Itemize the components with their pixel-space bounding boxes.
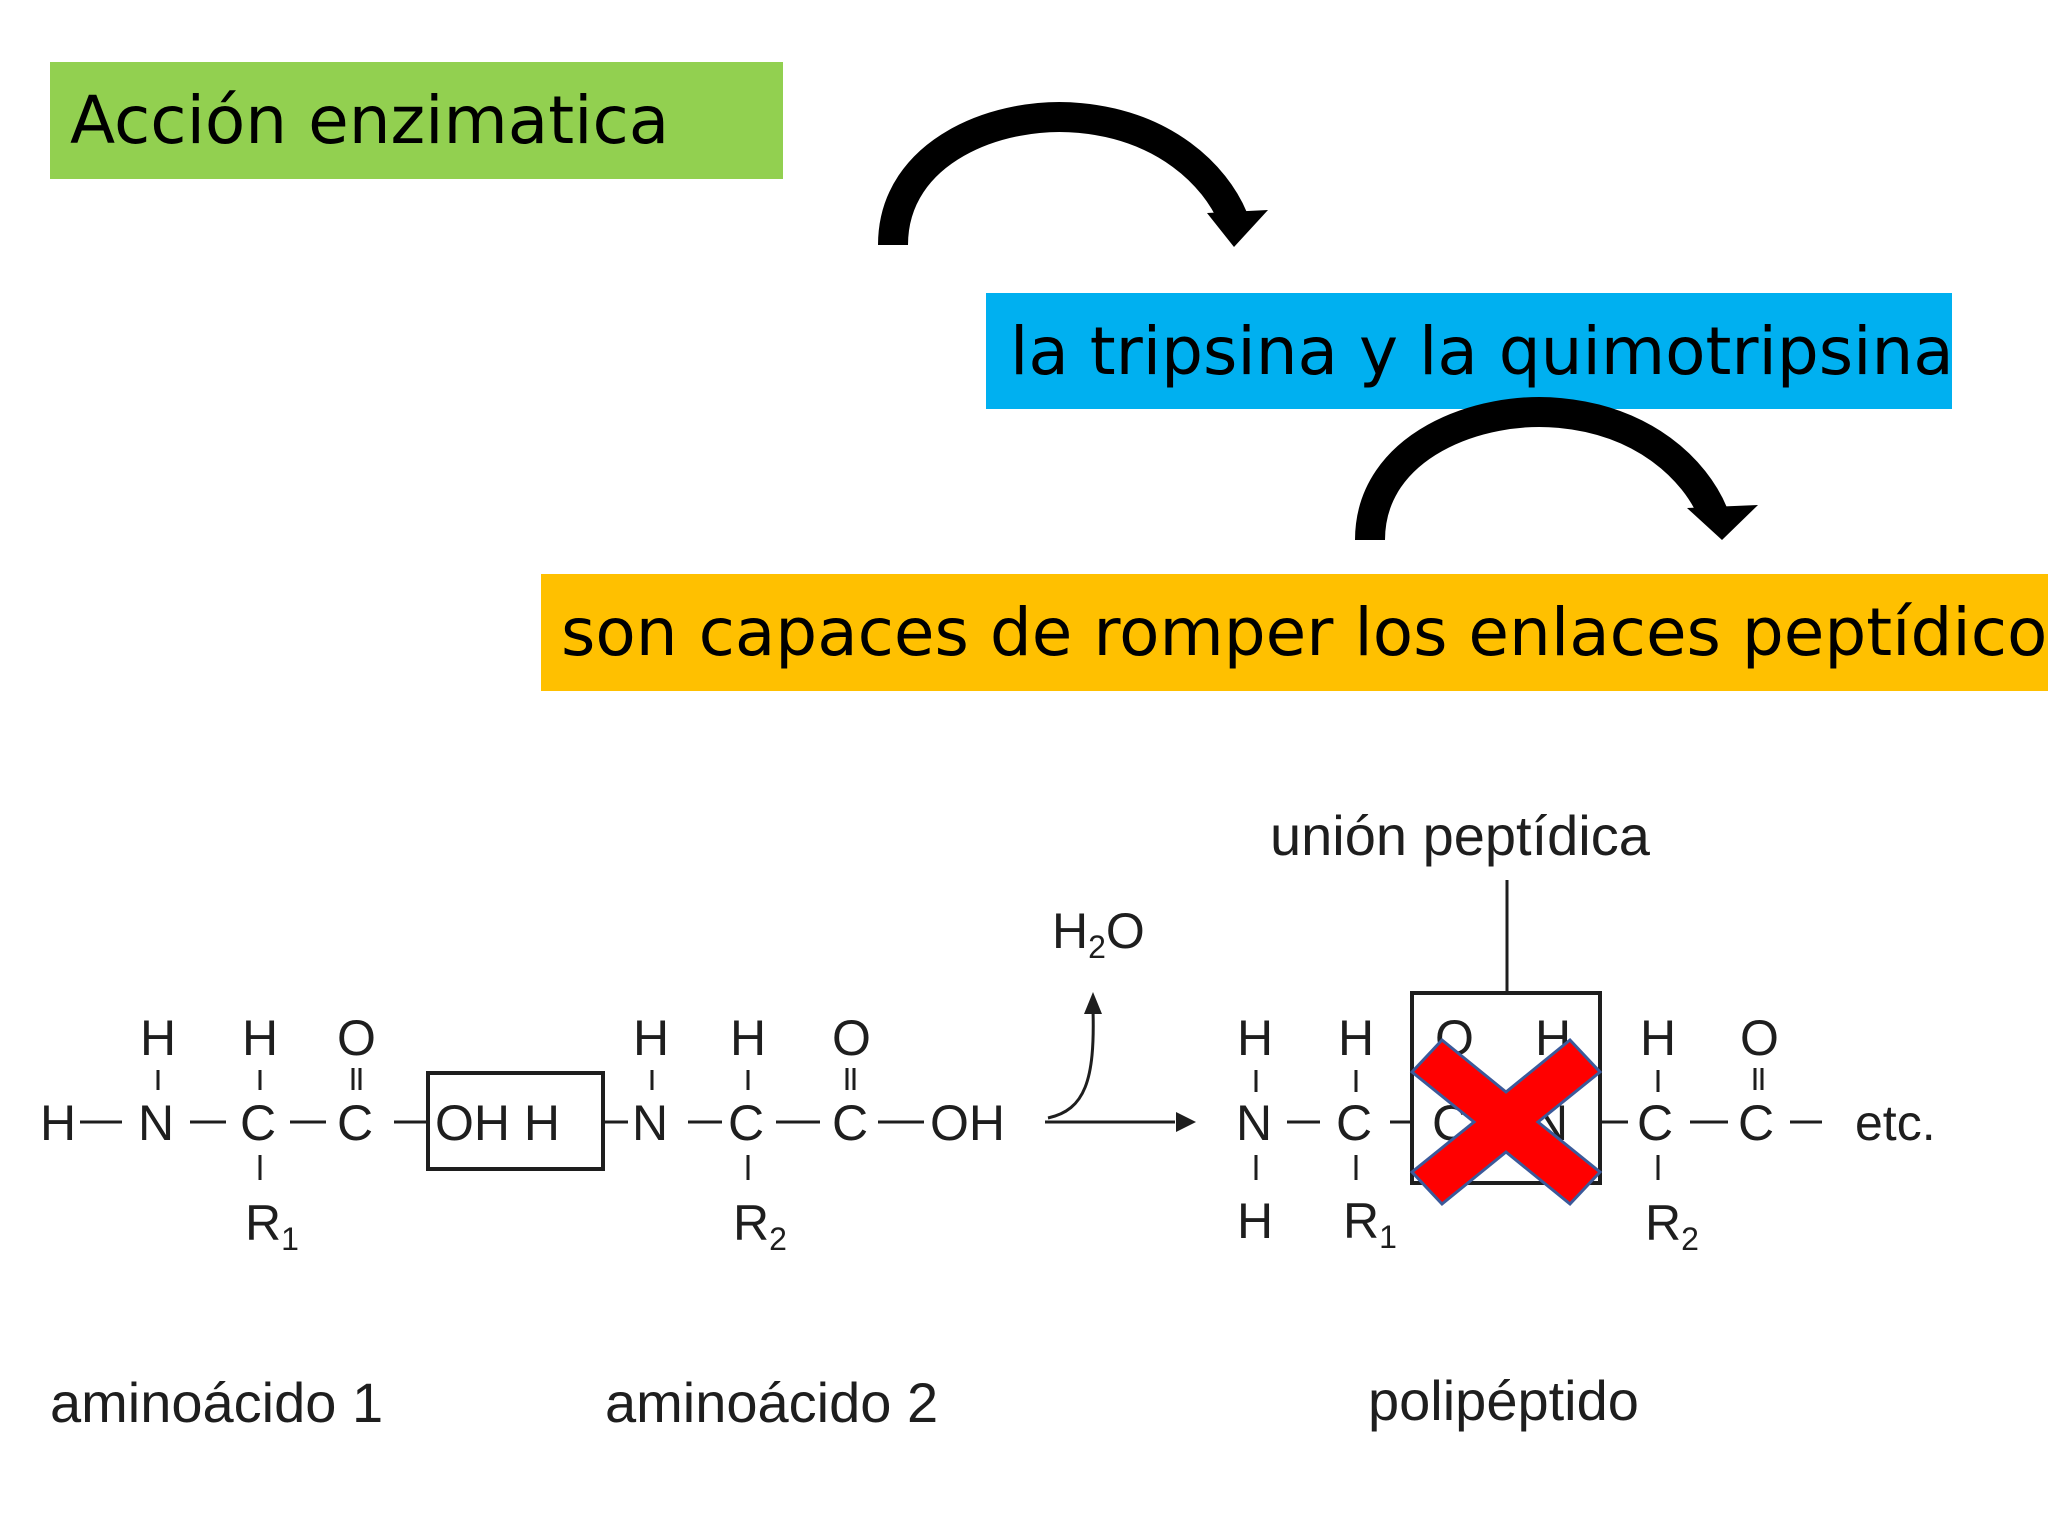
svg-text:R2: R2 bbox=[1645, 1195, 1699, 1257]
svg-text:R1: R1 bbox=[245, 1195, 299, 1257]
svg-text:H: H bbox=[1640, 1010, 1676, 1066]
svg-text:C: C bbox=[240, 1095, 276, 1151]
amino-acid-2-atoms: H bbox=[633, 1010, 669, 1066]
svg-text:H: H bbox=[242, 1010, 278, 1066]
action-text: son capaces de romper los enlaces peptíd… bbox=[561, 594, 2048, 671]
svg-text:C: C bbox=[1336, 1095, 1372, 1151]
title-text: Acción enzimatica bbox=[70, 82, 670, 159]
svg-text:C: C bbox=[337, 1095, 373, 1151]
svg-text:H: H bbox=[40, 1095, 76, 1151]
svg-text:R1: R1 bbox=[1343, 1193, 1397, 1255]
amino-acid-2-label: aminoácido 2 bbox=[605, 1371, 938, 1434]
svg-text:H: H bbox=[1338, 1010, 1374, 1066]
polypeptide-label: polipéptido bbox=[1368, 1369, 1639, 1432]
svg-text:N: N bbox=[632, 1095, 668, 1151]
svg-text:N: N bbox=[138, 1095, 174, 1151]
action-box: son capaces de romper los enlaces peptíd… bbox=[541, 574, 2048, 691]
svg-text:R2: R2 bbox=[733, 1195, 787, 1257]
amino-acid-1-label: aminoácido 1 bbox=[50, 1371, 383, 1434]
svg-text:O: O bbox=[337, 1010, 376, 1066]
polypeptide-structure bbox=[1254, 880, 1822, 1185]
svg-text:H: H bbox=[730, 1010, 766, 1066]
polypeptide-atoms: H bbox=[1237, 1010, 1273, 1066]
reaction-arrow-icon bbox=[1045, 1009, 1175, 1124]
svg-text:C: C bbox=[1738, 1095, 1774, 1151]
svg-text:C: C bbox=[1637, 1095, 1673, 1151]
svg-text:O: O bbox=[1740, 1010, 1779, 1066]
removed-group-label: OH H bbox=[435, 1095, 560, 1151]
continuation-label: etc. bbox=[1855, 1095, 1936, 1151]
amino-acid-1-atoms: H bbox=[140, 1010, 176, 1066]
svg-text:O: O bbox=[832, 1010, 871, 1066]
peptide-bond-label: unión peptídica bbox=[1270, 804, 1651, 867]
svg-text:C: C bbox=[832, 1095, 868, 1151]
svg-text:C: C bbox=[728, 1095, 764, 1151]
title-box: Acción enzimatica bbox=[50, 62, 783, 179]
red-cross-icon bbox=[1409, 1037, 1603, 1207]
svg-text:N: N bbox=[1236, 1095, 1272, 1151]
svg-text:H: H bbox=[1237, 1193, 1273, 1249]
enzymes-text: la tripsina y la quimotripsina bbox=[1010, 312, 1954, 390]
curved-arrow-icon bbox=[878, 102, 1268, 247]
water-label: H2O bbox=[1052, 903, 1145, 965]
amino-acid-2-structure bbox=[603, 1068, 924, 1180]
curved-arrow-icon bbox=[1355, 397, 1758, 541]
enzymes-box: la tripsina y la quimotripsina bbox=[986, 293, 1954, 409]
svg-text:OH: OH bbox=[930, 1095, 1005, 1151]
